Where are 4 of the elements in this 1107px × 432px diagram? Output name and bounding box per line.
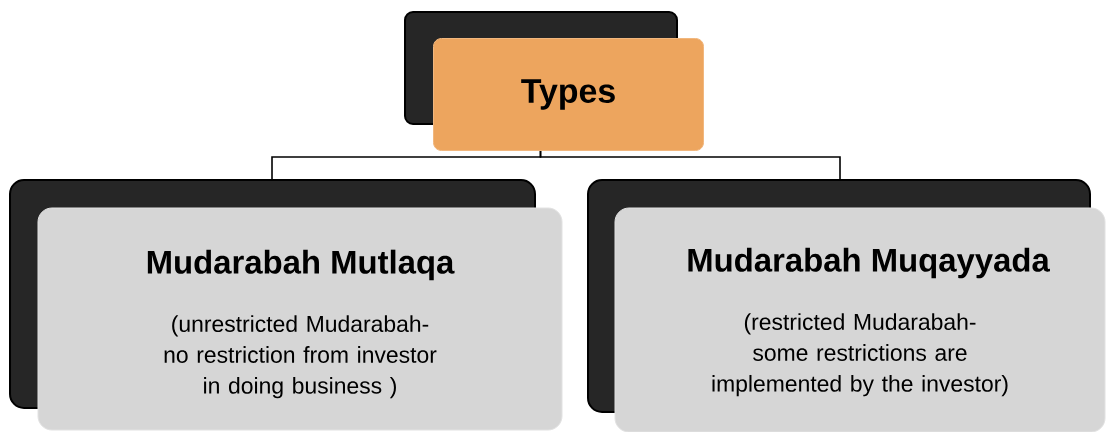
type-box: Mudarabah Mutlaqa (unrestricted Mudarabah-no restriction from investor in doing business ) — [9, 179, 563, 431]
type-box: Mudarabah Muqayyada (restricted Mudarabah-some restrictions are implemented by the investor) — [587, 179, 1106, 432]
connector-line — [539, 150, 841, 181]
title-box: Types — [404, 11, 704, 151]
